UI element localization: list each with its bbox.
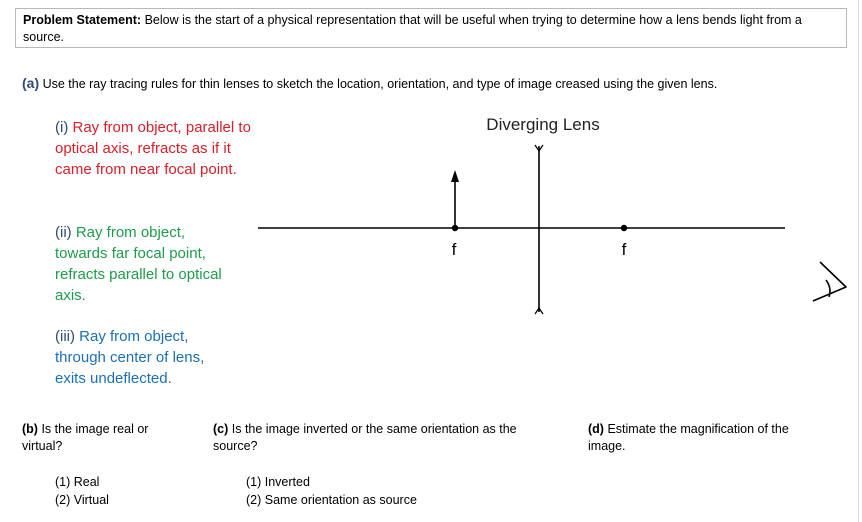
focal-label-left: f — [452, 240, 457, 259]
diverging-lens — [534, 144, 544, 315]
focal-point-left — [451, 224, 459, 232]
problem-statement-text: Below is the start of a physical represe… — [23, 13, 802, 44]
part-b-prompt: (b) Is the image real or virtual? — [22, 421, 192, 455]
focal-label-right: f — [622, 240, 627, 259]
rule-1-text: Ray from object, parallel to optical axi… — [55, 119, 251, 178]
part-c-option-2[interactable]: (2) Same orientation as source — [246, 493, 417, 507]
part-b-option-2[interactable]: (2) Virtual — [55, 493, 109, 507]
rule-2-number: (ii) — [55, 224, 72, 241]
rule-2: (ii) Ray from object, towards far focal … — [55, 222, 240, 306]
rule-3-text: Ray from object, through center of lens,… — [55, 328, 205, 387]
part-a-label: (a) — [22, 75, 40, 91]
part-a-prompt: (a) Use the ray tracing rules for thin l… — [22, 75, 842, 93]
eye-icon — [812, 261, 847, 302]
rule-2-text: Ray from object, towards far focal point… — [55, 224, 222, 304]
part-d-prompt: (d) Estimate the magnification of the im… — [588, 421, 828, 455]
problem-statement-label: Problem Statement: — [23, 13, 142, 27]
part-c-text: Is the image inverted or the same orient… — [213, 422, 517, 453]
part-c-option-1[interactable]: (1) Inverted — [246, 475, 310, 489]
diagram-title: Diverging Lens — [486, 115, 599, 134]
object-arrow-icon — [451, 170, 459, 228]
rule-1: (i) Ray from object, parallel to optical… — [55, 117, 255, 180]
part-a-text: Use the ray tracing rules for thin lense… — [39, 77, 718, 91]
part-b-label: (b) — [22, 422, 38, 436]
problem-statement-box: Problem Statement: Below is the start of… — [15, 8, 847, 48]
part-c-label: (c) — [213, 422, 229, 436]
rule-3: (iii) Ray from object, through center of… — [55, 326, 225, 389]
part-c-prompt: (c) Is the image inverted or the same or… — [213, 421, 558, 455]
part-d-label: (d) — [588, 422, 604, 436]
page-edge-line — [858, 0, 859, 522]
part-b-option-1[interactable]: (1) Real — [55, 475, 100, 489]
part-d-text: Estimate the magnification of the image. — [588, 422, 789, 453]
focal-point-right — [620, 224, 628, 232]
rule-3-number: (iii) — [55, 328, 75, 345]
part-b-text: Is the image real or virtual? — [22, 422, 149, 453]
rule-1-number: (i) — [55, 119, 69, 136]
